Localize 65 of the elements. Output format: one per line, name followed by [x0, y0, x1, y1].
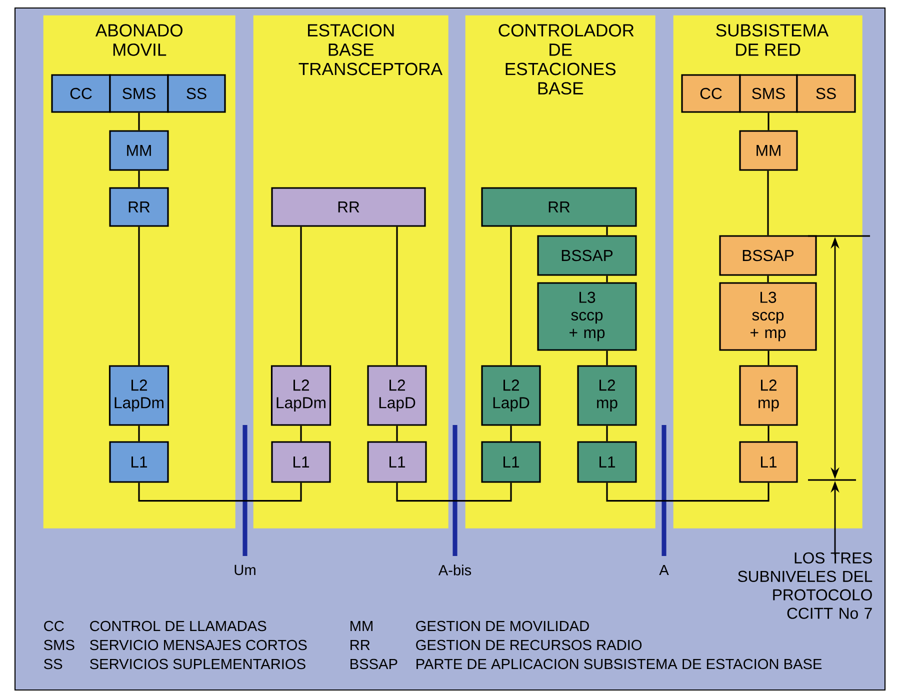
connector-line [606, 482, 770, 502]
connector-line [606, 226, 608, 236]
legend-text: CC [44, 620, 64, 632]
interface-label: A [659, 564, 669, 576]
protocol-box: L1 [739, 441, 798, 483]
connector-line [768, 350, 770, 366]
protocol-box: L2 LapD [481, 365, 541, 426]
protocol-box: RR [271, 187, 426, 227]
protocol-box: SMS [739, 74, 798, 113]
note-text: LOS TRES SUBNIVELES DEL PROTOCOLO CCITT No 7 [738, 552, 872, 619]
protocol-box: BSSAP [719, 235, 817, 276]
connector-line [606, 350, 608, 366]
protocol-box: SS [796, 74, 856, 113]
legend-text: BSSAP [350, 658, 398, 670]
legend-text: SERVICIOS SUPLEMENTARIOS [90, 658, 306, 670]
connector-line [768, 112, 770, 130]
protocol-box: L1 [481, 441, 541, 483]
protocol-box: L2 LapD [367, 365, 427, 426]
legend-text: SERVICIO MENSAJES CORTOS [90, 640, 307, 650]
protocol-box: L1 [271, 441, 331, 483]
protocol-box: BSSAP [537, 235, 637, 276]
protocol-box: SMS [109, 74, 169, 113]
legend-text: MM [350, 620, 372, 632]
legend-text: CONTROL DE LLAMADAS [90, 620, 266, 632]
protocol-box: RR [109, 187, 169, 227]
connector-line [138, 426, 140, 442]
legend-text: SS [44, 658, 62, 670]
connector-line [138, 170, 140, 188]
protocol-box: L3 sccp + mp [719, 282, 817, 351]
connector-line [606, 426, 608, 442]
connector-line [396, 226, 398, 366]
protocol-box: L3 sccp + mp [537, 282, 637, 351]
protocol-box: L1 [367, 441, 427, 483]
protocol-box: MM [739, 130, 798, 171]
protocol-box: L2 mp [577, 365, 637, 426]
connector-line [510, 426, 512, 442]
protocol-box: CC [51, 74, 111, 113]
connector-line [396, 426, 398, 442]
protocol-box: L2 LapDm [270, 365, 332, 426]
connector-line [300, 226, 302, 366]
connector-line [510, 226, 512, 366]
protocol-box: L1 [577, 441, 637, 483]
legend-text: RR [350, 640, 370, 650]
connector-line [138, 482, 302, 502]
protocol-box: L2 LapDm [108, 365, 170, 426]
connector-line [606, 276, 608, 282]
protocol-box: L2 mp [739, 365, 798, 426]
interface-label: A-bis [438, 564, 472, 576]
connector-line [396, 482, 512, 502]
legend-text: PARTE DE APLICACION SUBSISTEMA DE ESTACION BASE [416, 658, 822, 670]
connector-line [768, 426, 770, 442]
protocol-box: RR [481, 187, 637, 227]
protocol-box: MM [109, 130, 169, 171]
connector-line [138, 226, 140, 366]
protocol-box: L1 [109, 441, 169, 483]
legend-text: GESTION DE RECURSOS RADIO [416, 640, 642, 650]
interface-label: Um [234, 564, 256, 576]
legend-text: GESTION DE MOVILIDAD [416, 620, 589, 632]
protocol-box: SS [167, 74, 226, 113]
connector-line [767, 276, 769, 282]
protocol-box: CC [681, 74, 741, 113]
connector-line [300, 426, 302, 442]
connector-line [138, 112, 140, 130]
legend-text: SMS [44, 640, 74, 650]
connector-line [767, 170, 769, 236]
